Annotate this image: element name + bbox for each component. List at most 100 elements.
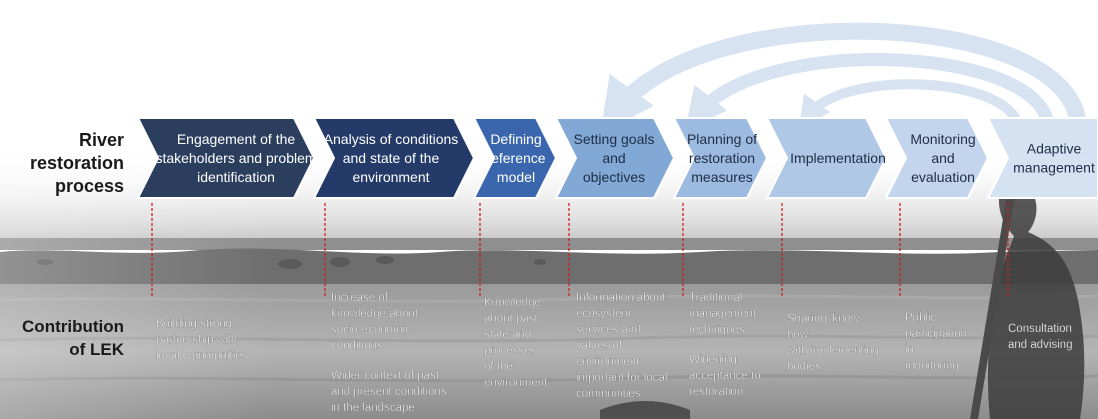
stage-chevron: Defining reference model xyxy=(472,117,558,199)
contribution-line: ecosystem xyxy=(576,308,631,320)
contribution-text: Building strong partnership with local com… xyxy=(156,318,248,362)
stage-label: Defining xyxy=(490,131,541,147)
stage-chevron-shape xyxy=(884,117,990,199)
stage-label: Engagement of the xyxy=(177,131,296,147)
contribution-line: Information about xyxy=(576,292,666,304)
stage-chevron-shape xyxy=(986,117,1098,199)
contribution-line: Increase of xyxy=(331,292,389,304)
row-label-contribution: Contribution of LEK xyxy=(22,317,125,359)
feedback-arrow-to-goals xyxy=(600,22,1087,135)
row-label-contribution-line: Contribution xyxy=(22,317,124,336)
contribution-line: Sharing ’know- xyxy=(787,313,863,325)
contribution-line: with implementing xyxy=(786,345,879,357)
stage-label: model xyxy=(497,169,535,185)
contribution-line: and advising xyxy=(1008,339,1073,351)
stage-connector-lines xyxy=(151,203,1009,296)
row-label-process-line: process xyxy=(55,176,124,196)
contribution-line: knowledge about xyxy=(331,308,419,320)
contribution-line: partnership with xyxy=(156,334,237,346)
stage-chevron-shape xyxy=(472,117,558,199)
process-chevrons: Engagement of the stakeholders and proble… xyxy=(136,117,1098,199)
stage-label: stakeholders and problem xyxy=(155,150,316,166)
contribution-line: in the landscape xyxy=(331,402,415,414)
contribution-line: important for local xyxy=(576,372,667,384)
contribution-line: Widening xyxy=(689,354,737,366)
contribution-line: management xyxy=(689,308,757,320)
contribution-line: services and xyxy=(576,324,641,336)
contribution-line: Wider context of past xyxy=(331,370,440,382)
contribution-line: Knowledge xyxy=(484,297,541,309)
row-label-contribution-line: of LEK xyxy=(69,340,124,359)
stage-label: and xyxy=(931,150,954,166)
contribution-line: state and xyxy=(484,329,531,341)
stage-label: management xyxy=(1013,160,1095,176)
stage-label: measures xyxy=(691,169,752,185)
contribution-line: techniques xyxy=(689,324,745,336)
contribution-line: Consultation xyxy=(1008,323,1072,335)
contribution-line: environment xyxy=(484,377,548,389)
feedback-arrows xyxy=(600,22,1087,135)
contribution-line: acceptance to xyxy=(689,370,761,382)
row-label-process-line: River xyxy=(79,130,124,150)
feedback-arrow-to-implementation xyxy=(798,79,1023,130)
row-label-process: River restoration process xyxy=(30,130,124,196)
stage-label: and state of the xyxy=(343,150,440,166)
stage-label: identification xyxy=(197,169,275,185)
stage-chevron-shape xyxy=(312,117,476,199)
stage-label: Monitoring xyxy=(910,131,975,147)
stage-chevron-shape xyxy=(136,117,316,199)
stage-label: Setting goals xyxy=(574,131,655,147)
contribution-line: Building strong xyxy=(156,318,232,330)
contribution-line: restoration xyxy=(689,386,743,398)
row-label-process-line: restoration xyxy=(30,153,124,173)
stage-chevron-shape xyxy=(554,117,676,199)
contribution-line: Public xyxy=(905,312,937,324)
stage-chevron: Planning of restoration measures xyxy=(672,117,769,199)
stage-label: objectives xyxy=(583,169,645,185)
stage-label: Adaptive xyxy=(1027,141,1082,157)
contribution-line: bodies xyxy=(787,361,821,373)
contribution-line: in xyxy=(905,344,914,356)
contribution-line: monitoring xyxy=(905,360,959,372)
stage-chevron: Analysis of conditions and state of the en… xyxy=(312,117,476,199)
stage-chevron-shape xyxy=(765,117,888,199)
stage-chevron-shape xyxy=(672,117,769,199)
stage-label: evaluation xyxy=(911,169,975,185)
lek-contributions: Building strong partnership with local com… xyxy=(156,292,1073,414)
stage-label: and xyxy=(602,150,625,166)
stage-chevron: Adaptive management xyxy=(986,117,1098,199)
stage-label: Analysis of conditions xyxy=(324,131,459,147)
contribution-line: communities xyxy=(576,388,641,400)
stage-chevron: Setting goals and objectives xyxy=(554,117,676,199)
contribution-line: local communities xyxy=(156,350,248,362)
stage-label: environment xyxy=(352,169,429,185)
contribution-line: processes xyxy=(484,345,537,357)
stage-label: Implementation xyxy=(790,150,886,166)
contribution-line: how’ xyxy=(787,329,811,341)
contribution-line: values of xyxy=(576,340,623,352)
contribution-text: Increase of knowledge about socio-economic… xyxy=(331,292,447,414)
contribution-line: and present conditions xyxy=(331,386,447,398)
contribution-line: Traditional xyxy=(689,292,742,304)
stage-label: Planning of xyxy=(687,131,757,147)
stage-chevron: Engagement of the stakeholders and proble… xyxy=(136,117,317,199)
contribution-text: Public participation in monitoring xyxy=(905,312,967,372)
contribution-text: Information about ecosystem services and va… xyxy=(576,292,668,400)
contribution-line: socio-economic xyxy=(331,324,411,336)
contribution-line: conditions xyxy=(331,340,383,352)
contribution-text: Consultation and advising xyxy=(1008,323,1073,351)
contribution-text: Knowledge about past state and processes of … xyxy=(484,297,548,389)
stage-label: restoration xyxy=(689,150,755,166)
stage-chevron: Implementation xyxy=(765,117,888,199)
stage-label: reference xyxy=(486,150,545,166)
feedback-arrow-to-planning xyxy=(685,53,1055,131)
contribution-line: environment xyxy=(576,356,640,368)
contribution-text: Sharing ’know-how’ with implementing bodie… xyxy=(786,313,879,373)
contribution-line: of the xyxy=(484,361,513,373)
stage-chevron: Monitoring and evaluation xyxy=(884,117,990,199)
contribution-line: about past xyxy=(484,313,539,325)
contribution-line: participation xyxy=(905,328,967,340)
